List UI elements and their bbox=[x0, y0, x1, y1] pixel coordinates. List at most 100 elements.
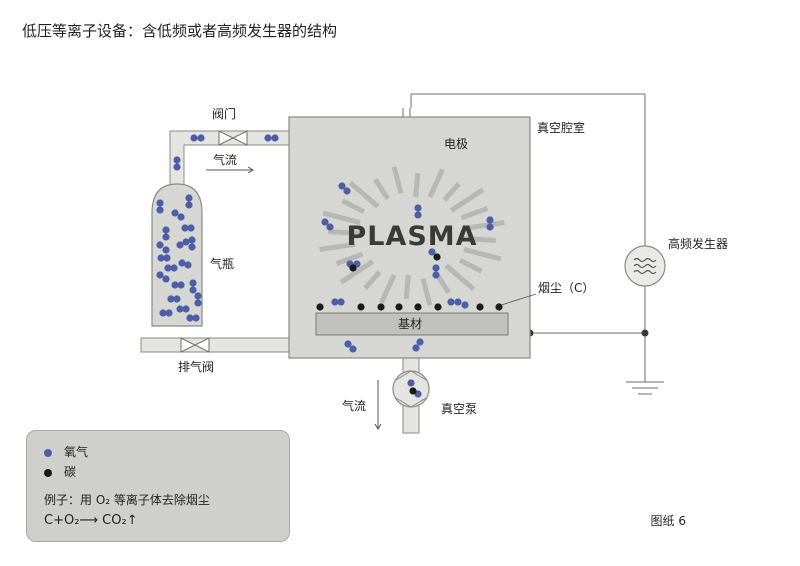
carbon-atom bbox=[377, 303, 385, 311]
plasma-ray bbox=[427, 168, 445, 199]
legend-example: 例子：用 O₂ 等离子体去除烟尘 bbox=[44, 493, 210, 507]
plasma-ray bbox=[335, 251, 364, 266]
valve-label: 阀门 bbox=[212, 106, 236, 121]
gas-flow-label: 气流 bbox=[213, 152, 237, 167]
oxygen-atom bbox=[156, 199, 164, 207]
plasma-ray bbox=[463, 236, 496, 243]
oxygen-atom bbox=[173, 295, 181, 303]
plasma-ray bbox=[322, 210, 361, 225]
plasma-ray bbox=[379, 273, 397, 304]
oxygen-atom bbox=[454, 298, 462, 306]
oxygen-atom bbox=[343, 187, 351, 195]
oxygen-atom bbox=[331, 298, 339, 306]
oxygen-atom bbox=[486, 216, 494, 224]
oxygen-atom bbox=[416, 338, 424, 346]
oxygen-atom bbox=[173, 156, 181, 164]
substrate bbox=[315, 312, 509, 336]
carbon-atom bbox=[433, 253, 441, 261]
hf-generator-icon bbox=[624, 245, 666, 287]
substrate-label: 基材 bbox=[398, 317, 422, 331]
electrode-label: 电极 bbox=[444, 137, 468, 151]
oxygen-atom bbox=[264, 134, 272, 142]
oxygen-atom bbox=[162, 226, 170, 234]
plasma-ray bbox=[420, 278, 433, 306]
oxygen-atom bbox=[156, 206, 164, 214]
plasma-ray bbox=[348, 180, 380, 209]
oxygen-atom bbox=[192, 314, 200, 322]
carbon-atom bbox=[434, 303, 442, 311]
gas-bottle-label: 气瓶 bbox=[210, 256, 234, 271]
carbon-atom bbox=[395, 303, 403, 311]
oxygen-atom bbox=[412, 344, 420, 352]
oxygen-atom bbox=[167, 295, 175, 303]
oxygen-atom bbox=[184, 261, 192, 269]
plasma-ray bbox=[449, 187, 485, 213]
oxygen-atom bbox=[157, 254, 165, 262]
plasma-ray bbox=[328, 229, 361, 236]
plasma-ray bbox=[341, 198, 366, 214]
oxygen-atom bbox=[189, 279, 197, 287]
legend-carbon-label: 碳 bbox=[64, 465, 77, 479]
oxygen-atom bbox=[337, 298, 345, 306]
oxygen-atom bbox=[156, 271, 164, 279]
oxygen-atom bbox=[326, 223, 334, 231]
carbon-atom bbox=[409, 387, 417, 395]
oxygen-atom bbox=[197, 134, 205, 142]
plasma-ray bbox=[403, 274, 411, 300]
oxygen-atom bbox=[163, 254, 171, 262]
oxygen-atom bbox=[177, 213, 185, 221]
oxygen-atom bbox=[321, 218, 329, 226]
oxygen-atom bbox=[414, 204, 422, 212]
oxygen-atom bbox=[171, 209, 179, 217]
oxygen-atom bbox=[338, 182, 346, 190]
soot-label: 烟尘（C） bbox=[538, 281, 594, 295]
oxygen-atom bbox=[170, 264, 178, 272]
valve-icon bbox=[180, 130, 248, 353]
oxygen-atom bbox=[186, 314, 194, 322]
oxygen-atom bbox=[271, 134, 279, 142]
plasma-ray bbox=[413, 172, 421, 198]
legend-oxygen: 氧气 bbox=[44, 443, 88, 460]
plasma-ray bbox=[339, 259, 375, 285]
carbon-atom bbox=[349, 264, 357, 272]
plasma-ray bbox=[463, 247, 502, 262]
oxygen-atom bbox=[432, 271, 440, 279]
oxygen-atom bbox=[162, 233, 170, 241]
oxygen-atom bbox=[461, 301, 469, 309]
vacuum-chamber-label: 真空腔室 bbox=[537, 120, 585, 135]
carbon-atom bbox=[476, 303, 484, 311]
plasma-ray bbox=[442, 182, 461, 202]
page-title: 低压等离子设备：含低频或者高频发生器的结构 bbox=[22, 22, 338, 40]
oxygen-atom bbox=[177, 281, 185, 289]
carbon-atom bbox=[316, 303, 324, 311]
legend-box: 氧气 碳 例子：用 O₂ 等离子体去除烟尘 C+O₂⟶ CO₂↑ bbox=[26, 430, 290, 542]
oxygen-atom bbox=[181, 224, 189, 232]
oxygen-atom bbox=[165, 309, 173, 317]
oxygen-atom bbox=[156, 241, 164, 249]
plasma-ray bbox=[363, 270, 382, 290]
oxygen-atom bbox=[176, 241, 184, 249]
plasma-ray bbox=[391, 166, 404, 194]
oxygen-atom bbox=[428, 248, 436, 256]
plasma-ray bbox=[319, 241, 356, 252]
plasma-ray bbox=[373, 178, 390, 201]
carbon-atom bbox=[414, 303, 422, 311]
oxygen-atom bbox=[171, 281, 179, 289]
oxygen-atom bbox=[447, 298, 455, 306]
oxygen-atom bbox=[173, 163, 181, 171]
oxygen-atom bbox=[178, 259, 186, 267]
oxygen-atom bbox=[194, 292, 202, 300]
oxygen-atom bbox=[185, 201, 193, 209]
plasma-label: PLASMA bbox=[346, 221, 477, 252]
legend-carbon: 碳 bbox=[44, 463, 76, 480]
oxygen-atom bbox=[188, 243, 196, 251]
carbon-atom bbox=[357, 303, 365, 311]
wire-junction bbox=[641, 329, 649, 337]
oxygen-atom bbox=[407, 379, 415, 387]
molecules bbox=[156, 134, 503, 398]
hf-generator-label: 高频发生器 bbox=[668, 236, 728, 251]
exhaust-valve-label: 排气阀 bbox=[178, 359, 214, 374]
plasma-ray bbox=[458, 258, 483, 274]
oxygen-atom bbox=[187, 224, 195, 232]
